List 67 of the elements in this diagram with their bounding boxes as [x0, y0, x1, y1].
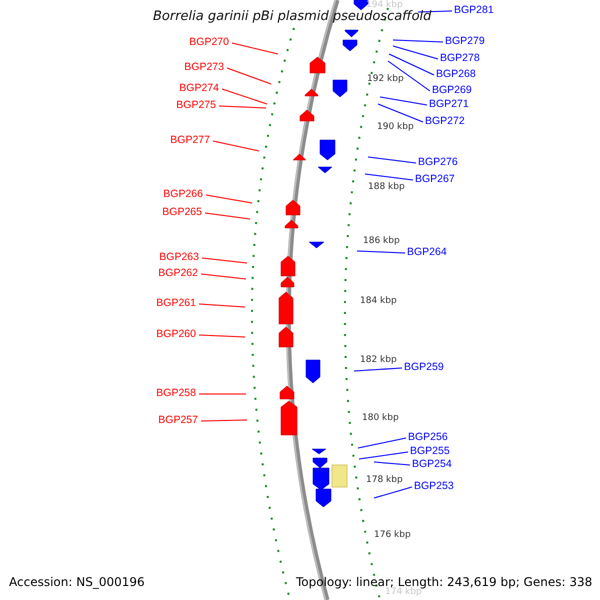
gene-label: BGP273 — [184, 61, 224, 74]
leader-line — [418, 10, 452, 12]
gene-label: BGP281 — [454, 4, 494, 17]
scale-label: 184 kbp — [360, 295, 397, 308]
gene-label: BGP257 — [158, 414, 198, 427]
scale-label: 176 kbp — [374, 529, 411, 542]
gene-label: BGP256 — [408, 431, 448, 444]
leader-line — [356, 250, 406, 254]
scale-label: 188 kbp — [368, 181, 405, 194]
info-text: Accession: NS_000196 — [9, 576, 145, 589]
gene-label: BGP260 — [156, 328, 196, 341]
leader-line — [200, 420, 248, 422]
leader-line — [212, 140, 260, 152]
gene-label: BGP263 — [159, 251, 199, 264]
scale-label: 192 kbp — [367, 73, 404, 86]
gene-label: BGP261 — [156, 297, 196, 310]
gene-label: BGP276 — [418, 156, 458, 169]
gene-label: BGP278 — [440, 52, 480, 65]
leader-line — [392, 46, 438, 60]
gene-label: BGP270 — [189, 36, 229, 49]
gene-label: BGP266 — [163, 188, 203, 201]
leader-line — [226, 68, 272, 84]
leader-line — [202, 258, 248, 264]
gene-label: BGP268 — [436, 68, 476, 81]
leader-line — [222, 88, 268, 104]
gene-label: BGP253 — [414, 480, 454, 493]
leader-line — [388, 54, 434, 76]
gene-label: BGP258 — [156, 387, 196, 400]
gene-label: BGP274 — [179, 82, 219, 95]
leader-line — [232, 42, 278, 54]
gene-label: BGP271 — [429, 98, 469, 111]
leader-line — [218, 106, 266, 108]
gene-label: BGP275 — [176, 99, 216, 112]
leader-line — [374, 462, 410, 466]
gene-label: BGP259 — [404, 361, 444, 374]
gene-label: BGP272 — [425, 115, 465, 128]
leader-line — [198, 304, 246, 308]
gene-label: BGP267 — [415, 173, 455, 186]
info-text: Topology: linear; Length: 243,619 bp; Genes: 338 — [296, 576, 592, 589]
gene-label: BGP277 — [170, 134, 210, 147]
leader-line — [368, 156, 416, 164]
leader-line — [374, 486, 412, 498]
leader-line — [200, 274, 246, 280]
leader-line — [206, 194, 252, 204]
scale-label: 178 kbp — [366, 474, 403, 487]
map-title: Borrelia garinii pBi plasmid pseudoscaffold — [153, 9, 432, 25]
gene-label: BGP255 — [410, 445, 450, 458]
leader-line — [198, 334, 246, 338]
scale-label: 180 kbp — [362, 412, 399, 425]
leader-line — [380, 96, 428, 106]
gene-label: BGP279 — [445, 35, 485, 48]
leader-line — [364, 174, 414, 180]
leader-line — [358, 452, 408, 460]
gene-label: BGP254 — [412, 458, 452, 471]
leader-line — [354, 368, 402, 372]
leader-line — [388, 60, 430, 92]
scale-label: 186 kbp — [363, 235, 400, 248]
leader-line — [204, 212, 250, 220]
gene-label: BGP269 — [432, 84, 472, 97]
scale-label: 190 kbp — [377, 121, 414, 134]
gene-label: BGP262 — [158, 267, 198, 280]
gene-label: BGP264 — [407, 246, 447, 259]
leader-line — [358, 438, 406, 448]
leader-line — [378, 104, 424, 122]
gene-label: BGP265 — [162, 206, 202, 219]
leader-line — [392, 40, 444, 42]
scale-label: 182 kbp — [360, 354, 397, 367]
